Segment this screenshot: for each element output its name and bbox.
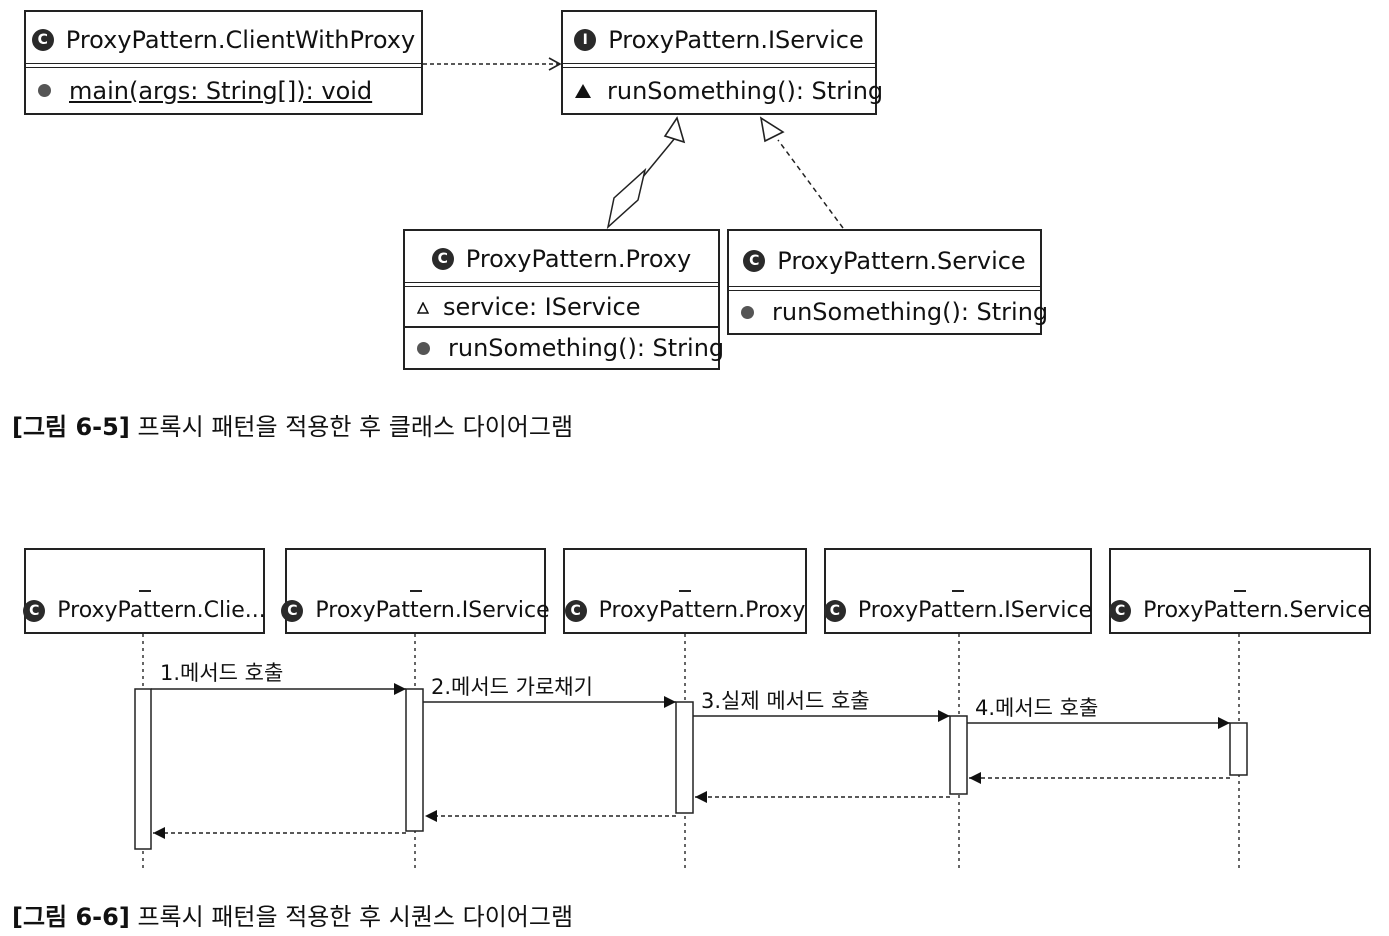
lifeline-dash bbox=[952, 590, 964, 592]
lifeline-dash bbox=[138, 590, 151, 592]
operation-row: runSomething(): String bbox=[405, 326, 724, 368]
lifeline-name: ProxyPattern.Service bbox=[1143, 598, 1371, 623]
class-client-with-proxy: C ProxyPattern.ClientWithProxy main(args… bbox=[24, 10, 423, 115]
activation-bar bbox=[405, 688, 424, 832]
message-label-1: 1.메서드 호출 bbox=[160, 661, 284, 685]
class-icon: C bbox=[23, 599, 46, 622]
lifeline-proxy: C ProxyPattern.Proxy bbox=[563, 548, 807, 634]
public-method-icon bbox=[417, 341, 430, 355]
message-label-4: 4.메서드 호출 bbox=[975, 696, 1099, 720]
lifeline-iservice-1: C ProxyPattern.IService bbox=[281, 548, 550, 634]
class-name: ProxyPattern.Service bbox=[777, 246, 1026, 275]
class-icon: C bbox=[564, 599, 587, 622]
class-icon: C bbox=[31, 28, 54, 51]
operation-row: main(args: String[]): void bbox=[26, 68, 421, 113]
class-header: C ProxyPattern.Service bbox=[729, 231, 1040, 291]
interface-iservice: I ProxyPattern.IService runSomething(): … bbox=[561, 10, 883, 115]
operation-label: runSomething(): String bbox=[607, 76, 884, 105]
class-name: ProxyPattern.ClientWithProxy bbox=[65, 25, 416, 54]
attribute-label: service: IService bbox=[443, 292, 641, 321]
service-realization-arrow bbox=[759, 116, 844, 229]
lifeline-name: ProxyPattern.IService bbox=[857, 598, 1093, 623]
lifeline-iservice-2: C ProxyPattern.IService bbox=[823, 548, 1093, 634]
figure-caption-6-5: [그림 6-5] 프록시 패턴을 적용한 후 클래스 다이어그램 bbox=[12, 407, 573, 442]
caption-text: 프록시 패턴을 적용한 후 시퀀스 다이어그램 bbox=[137, 903, 574, 931]
class-name: ProxyPattern.Proxy bbox=[465, 244, 692, 273]
aggregation-diamond bbox=[606, 167, 647, 230]
class-icon: C bbox=[1109, 599, 1132, 622]
class-icon: C bbox=[431, 247, 454, 270]
activation-bar bbox=[675, 701, 694, 814]
lifeline-name: ProxyPattern.Clie... bbox=[57, 598, 266, 623]
class-icon: C bbox=[743, 249, 766, 272]
lifeline-service: C ProxyPattern.Service bbox=[1109, 548, 1371, 634]
interface-icon: I bbox=[574, 28, 597, 51]
class-header: I ProxyPattern.IService bbox=[563, 12, 875, 68]
message-label-3: 3.실제 메서드 호출 bbox=[701, 689, 870, 713]
abstract-method-icon bbox=[575, 83, 591, 98]
class-name: ProxyPattern.IService bbox=[608, 25, 864, 54]
attribute-row: service: IService bbox=[405, 287, 718, 326]
figure-caption-6-6: [그림 6-6] 프록시 패턴을 적용한 후 시퀀스 다이어그램 bbox=[12, 897, 573, 932]
caption-text: 프록시 패턴을 적용한 후 클래스 다이어그램 bbox=[137, 413, 574, 441]
lifeline-name: ProxyPattern.Proxy bbox=[598, 598, 806, 623]
message-label-2: 2.메서드 가로채기 bbox=[431, 675, 593, 699]
operation-row: runSomething(): String bbox=[729, 291, 1048, 333]
class-icon: C bbox=[823, 599, 846, 622]
operation-label: runSomething(): String bbox=[772, 298, 1049, 326]
activation-bar bbox=[949, 715, 968, 795]
operation-label: main(args: String[]): void bbox=[69, 76, 373, 105]
lifeline-dash bbox=[679, 590, 691, 592]
class-header: C ProxyPattern.Proxy bbox=[405, 231, 718, 287]
lifeline-dash bbox=[409, 590, 422, 592]
activation-bar bbox=[1229, 722, 1248, 776]
package-field-icon bbox=[417, 301, 429, 314]
class-proxy: C ProxyPattern.Proxy service: IService r… bbox=[403, 229, 724, 370]
operation-row: runSomething(): String bbox=[563, 68, 883, 113]
lifeline-dash bbox=[1234, 590, 1246, 592]
operation-label: runSomething(): String bbox=[448, 334, 725, 362]
lifeline-name: ProxyPattern.IService bbox=[315, 598, 550, 623]
activation-bar bbox=[134, 688, 152, 850]
public-method-icon bbox=[741, 305, 754, 319]
class-service: C ProxyPattern.Service runSomething(): S… bbox=[727, 229, 1048, 335]
public-method-icon bbox=[38, 84, 51, 97]
lifeline-client: C ProxyPattern.Clie... bbox=[23, 548, 266, 634]
class-icon: C bbox=[281, 599, 304, 622]
caption-number: [그림 6-5] bbox=[12, 413, 130, 441]
class-header: C ProxyPattern.ClientWithProxy bbox=[26, 12, 421, 68]
caption-number: [그림 6-6] bbox=[12, 903, 130, 931]
